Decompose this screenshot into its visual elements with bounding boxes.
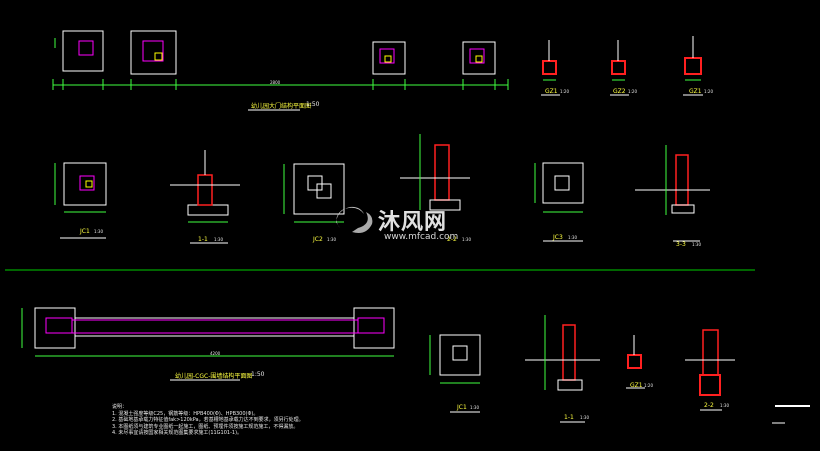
- detail-scale-gz1b: 1:20: [704, 89, 713, 94]
- detail-scale-jc1b: 1:30: [470, 405, 479, 410]
- title-bottom-scale: 1:50: [251, 371, 265, 378]
- detail-scale-s11b: 1:30: [580, 415, 589, 420]
- detail-scale-s22b: 1:30: [720, 403, 729, 408]
- detail-label-jc1: JC1: [80, 228, 90, 235]
- detail-label-s11: 1-1: [198, 236, 208, 243]
- detail-label-s33: 3-3: [676, 241, 686, 248]
- detail-label-s22b: 2-2: [704, 402, 714, 409]
- bottom-plan: [21, 307, 395, 381]
- detail-scale-s22: 1:30: [462, 237, 471, 242]
- title-bottom: 幼儿园-CGC-围墙结构平面图: [175, 373, 253, 380]
- detail-label-s22: 2-2: [447, 236, 457, 243]
- watermark-url: www.mfcad.com: [384, 232, 459, 242]
- detail-scale-gz1c: 1:20: [644, 383, 653, 388]
- notes-line-1: 1. 混凝土强度等级C25，钢筋等级：HPB400(Φ)、HPB300(Φ)。: [112, 410, 259, 417]
- bottom-details: [429, 315, 810, 424]
- detail-scale-s11: 1:30: [214, 237, 223, 242]
- detail-label-s11b: 1-1: [564, 414, 574, 421]
- dim-long-bottom: 4200: [210, 351, 221, 356]
- detail-label-gz2: GZ2: [613, 88, 626, 95]
- foundation-outline: [62, 30, 104, 72]
- watermark-brand: 沐风网: [378, 210, 448, 235]
- notes-line-4: 4. 未尽事宜请按国家相关规范图集要求施工(11G101-1)。: [112, 430, 243, 437]
- detail-scale-s33: 1:30: [692, 242, 701, 247]
- detail-scale-jc1: 1:30: [94, 229, 103, 234]
- detail-scale-jc3: 1:30: [568, 235, 577, 240]
- top-plan: [52, 30, 509, 111]
- detail-label-jc1b: JC1: [457, 404, 467, 411]
- middle-details: [54, 134, 710, 244]
- detail-scale-gz1: 1:20: [560, 89, 569, 94]
- detail-scale-jc2: 1:30: [327, 237, 336, 242]
- detail-label-gz1: GZ1: [545, 88, 558, 95]
- gz-details-top: [541, 36, 703, 96]
- detail-scale-gz2: 1:20: [628, 89, 637, 94]
- detail-label-gz1c: GZ1: [630, 382, 643, 389]
- title-top: 幼儿园大门结构平面图: [251, 103, 312, 110]
- title-top-scale: 1:50: [306, 101, 320, 108]
- dim-long-top: 2800: [270, 80, 281, 85]
- watermark-logo: [336, 206, 373, 233]
- detail-label-jc2: JC2: [313, 236, 323, 243]
- general-notes: 说明： 1. 混凝土强度等级C25，钢筋等级：HPB400(Φ)、HPB300(…: [112, 404, 304, 437]
- column-outline: [78, 40, 94, 56]
- notes-line-3: 3. 本图纸须与建筑专业图纸一起施工，图纸、预埋件须按施工规范施工，不得漏放。: [112, 423, 299, 430]
- notes-line-2: 2. 基础地基承载力特征值fak>120kPa，若基槽地基承载力达不到要求，须另…: [112, 417, 304, 424]
- notes-heading: 说明：: [112, 404, 128, 410]
- detail-label-gz1b: GZ1: [689, 88, 702, 95]
- detail-label-jc3: JC3: [553, 234, 563, 241]
